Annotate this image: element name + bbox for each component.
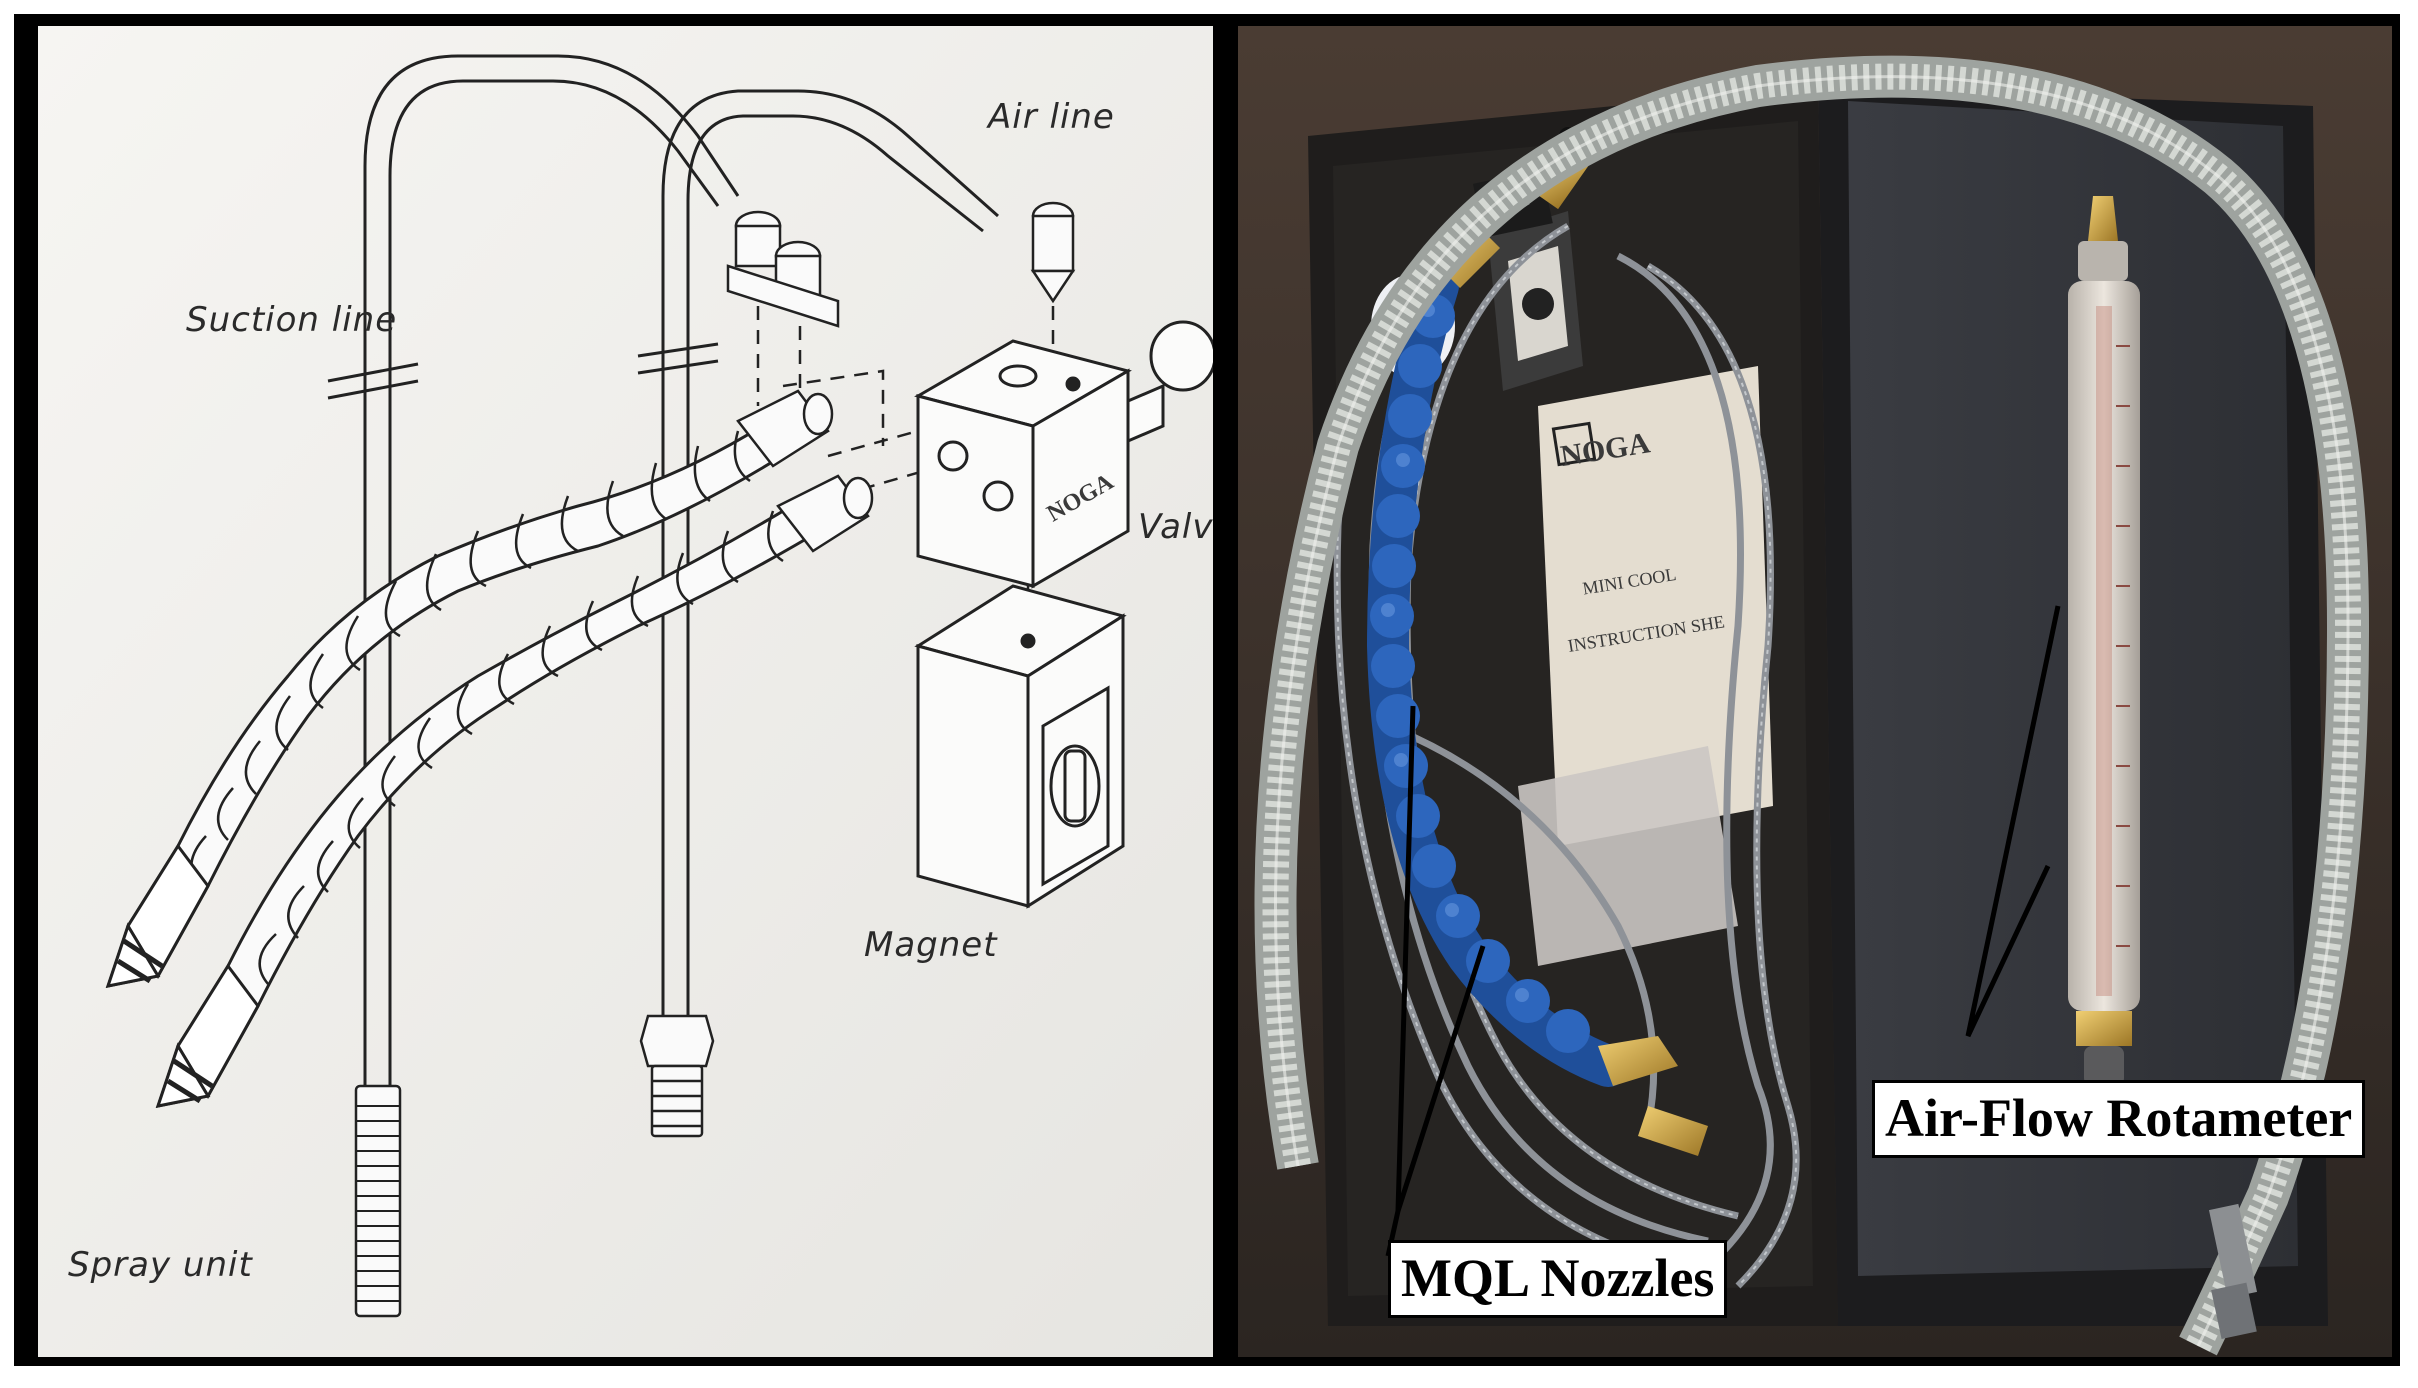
callout-air-flow-rotameter: Air-Flow Rotameter	[1872, 1080, 2366, 1158]
label-air-line: Air line	[986, 97, 1115, 137]
label-spray-unit: Spray unit	[68, 1245, 253, 1285]
instruction-booklet: NOGA MINI COOL INSTRUCTION SHE	[1518, 366, 1773, 966]
air-line-tube	[637, 89, 999, 1016]
callout-pointer-rotameter	[1965, 605, 2061, 1038]
callout-mql-nozzles: MQL Nozzles	[1388, 1240, 1728, 1318]
diagram-panel: NOGA	[38, 26, 1213, 1357]
air-line-fitting	[639, 1014, 715, 1138]
valve-block	[914, 320, 1213, 589]
spray-unit-drawing: NOGA	[38, 26, 1213, 1357]
hose-connector-lower	[776, 474, 874, 553]
magnet-block	[914, 584, 1127, 909]
suction-line-thread	[354, 1084, 402, 1318]
hose-connector-upper	[736, 389, 834, 468]
label-magnet: Magnet	[864, 925, 998, 965]
spray-hose-lower	[155, 493, 831, 1108]
top-fittings	[726, 201, 1076, 328]
clear-braided-air-hose	[1254, 55, 2370, 1356]
suction-line-tube	[327, 54, 740, 1086]
hose-end-fitting	[2208, 1203, 2258, 1339]
label-suction-line: Suction line	[186, 300, 397, 340]
label-valve: Valve	[1138, 507, 1213, 547]
air-flow-rotameter	[2068, 196, 2140, 1086]
mql-nozzle-blue	[1366, 226, 1708, 1156]
spray-hose-upper	[105, 413, 801, 988]
